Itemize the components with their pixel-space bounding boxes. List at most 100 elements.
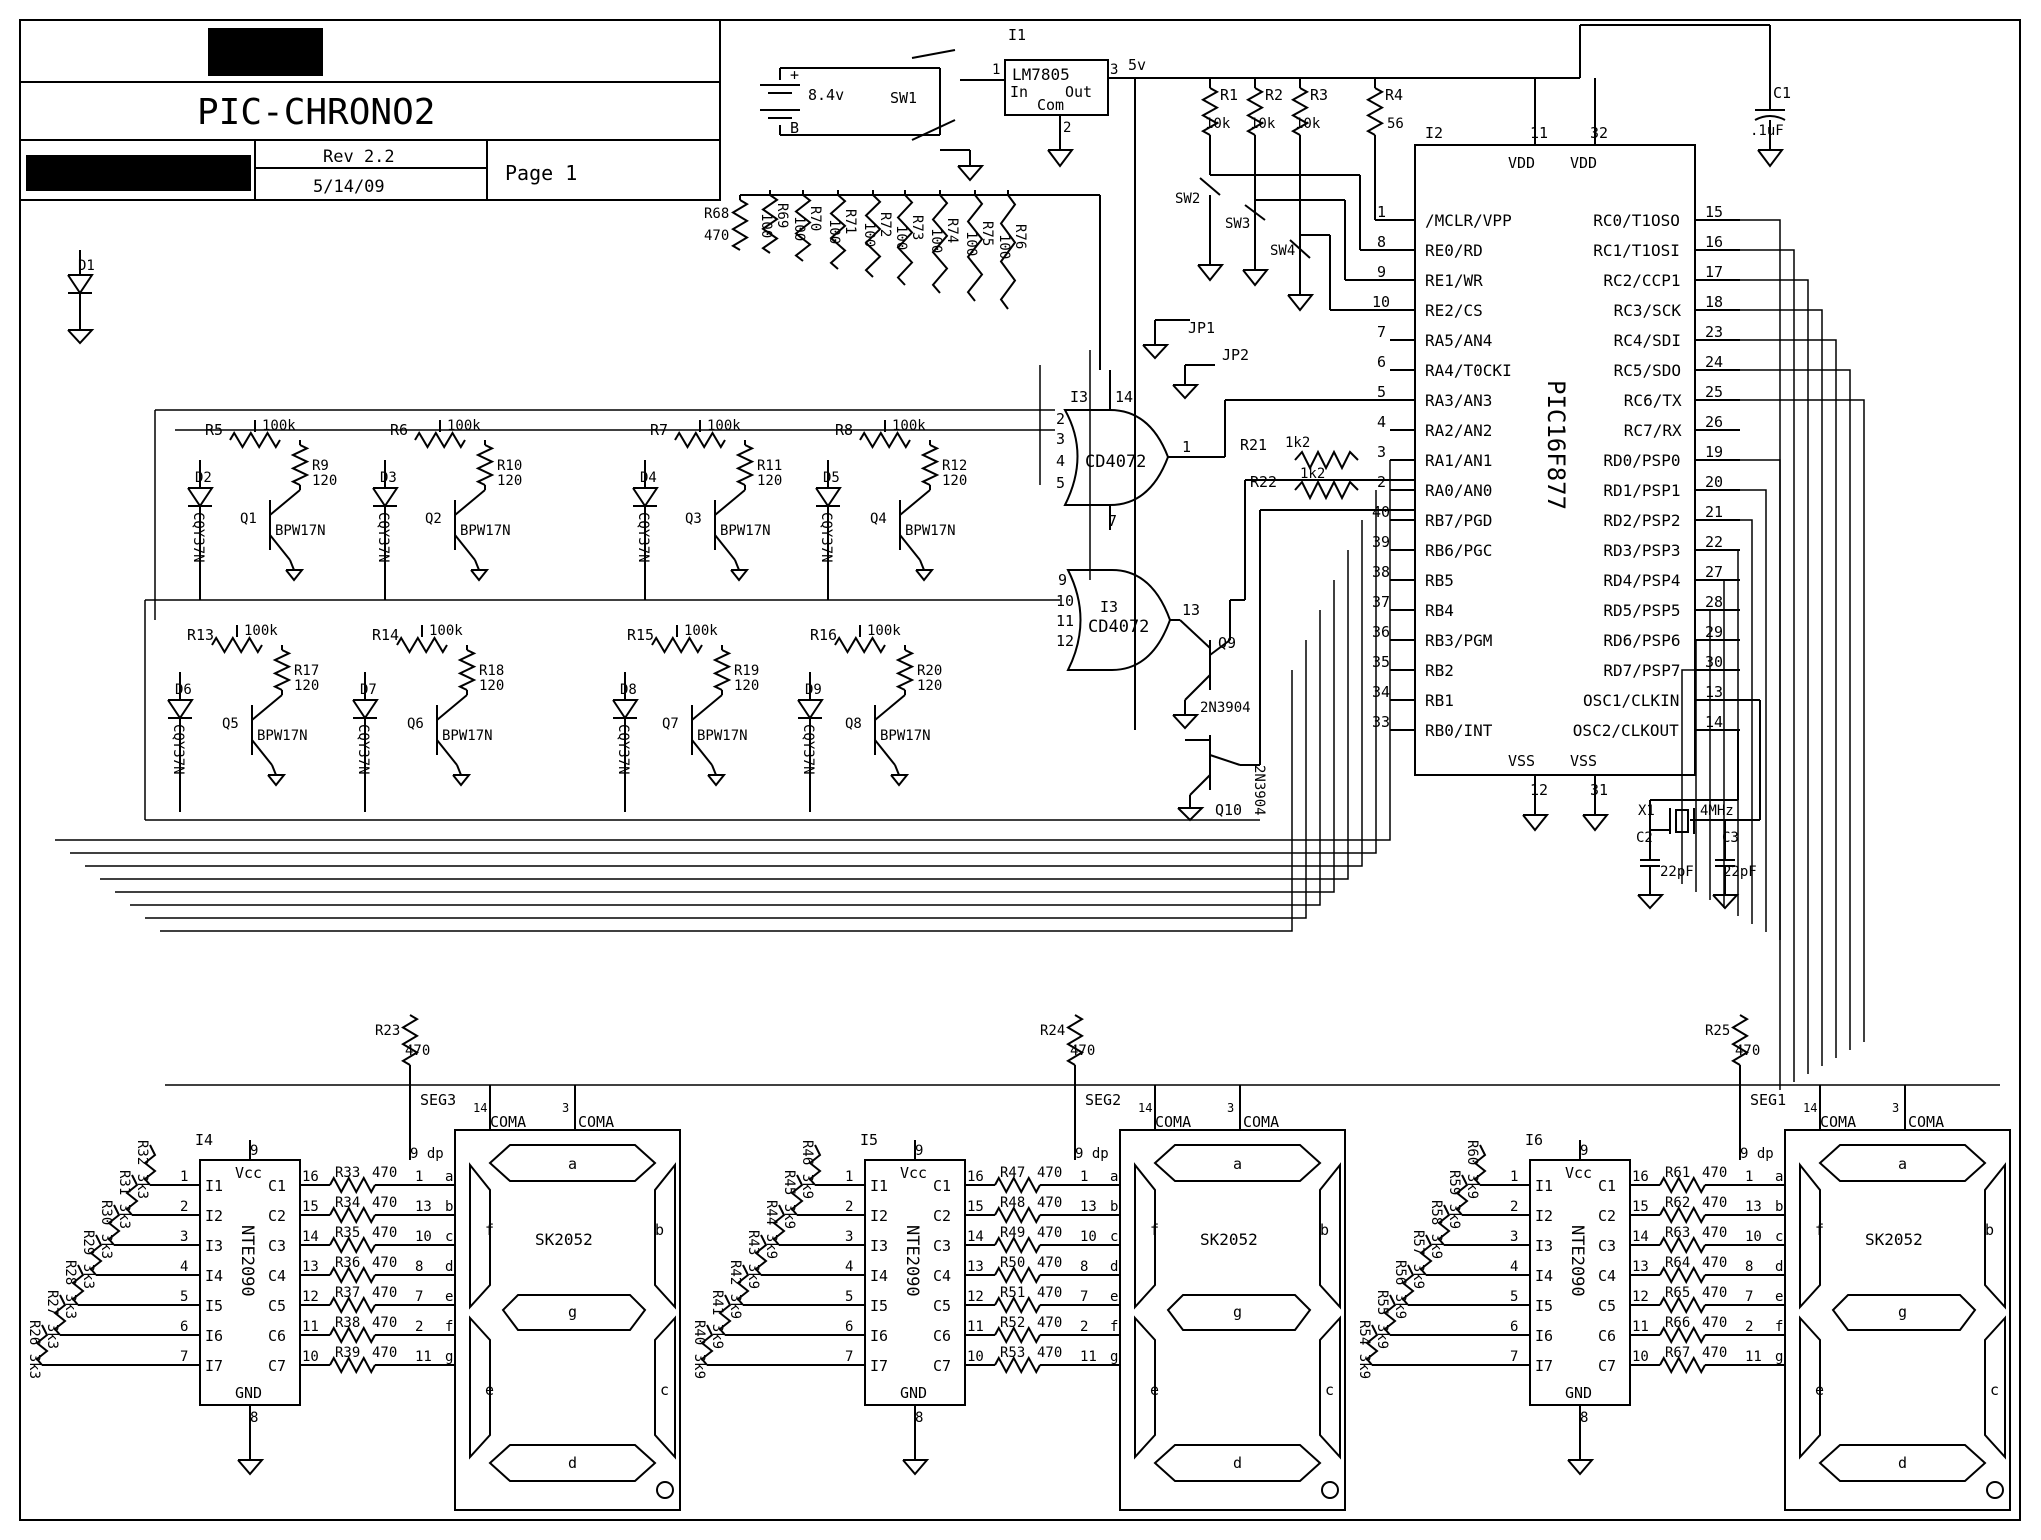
input-resistor <box>1401 1264 1415 1306</box>
svg-text:.1uF: .1uF <box>1750 123 1784 139</box>
input-resistor-label: R31 3k3 <box>116 1170 132 1229</box>
title-text: PIC-CHRONO2 <box>197 92 435 133</box>
segment-resistor-value: 470 <box>1037 1315 1062 1331</box>
svg-text:SW3: SW3 <box>1225 216 1250 232</box>
segment-resistor-value: 470 <box>372 1195 397 1211</box>
segment-resistor-ref: R64 <box>1665 1255 1690 1271</box>
led-symbol <box>815 487 842 508</box>
pot-value: 100k <box>892 418 926 434</box>
display-body <box>454 1129 681 1511</box>
driver-out-label: C5 <box>1598 1297 1616 1315</box>
mcu-ref: I2 <box>1425 124 1443 142</box>
mcu-pin-name: RC7/RX <box>1624 421 1682 440</box>
driver-vcc-pin: 9 <box>915 1143 923 1159</box>
svg-text:I1: I1 <box>1008 26 1026 44</box>
wire <box>70 490 1377 854</box>
driver-out-pin: 14 <box>1632 1229 1649 1245</box>
coma-label: COMA <box>1820 1113 1856 1131</box>
driver-in-label: I6 <box>870 1327 888 1345</box>
mcu-right-pins: 15RC0/T1OSO16RC1/T1OSI17RC2/CCP118RC3/SC… <box>1573 203 1740 740</box>
svg-text:7: 7 <box>1108 512 1117 530</box>
transistor-part: BPW17N <box>880 728 931 744</box>
driver-out-label: C2 <box>268 1207 286 1225</box>
mcu-pin-name: RD4/PSP4 <box>1603 571 1680 590</box>
wire <box>1737 549 1740 916</box>
mcu-pin-number: 8 <box>1377 233 1386 251</box>
input-resistor <box>143 1144 157 1186</box>
input-resistor-label: R41 3k9 <box>709 1290 725 1349</box>
mcu-pin-name: RD5/PSP5 <box>1603 601 1680 620</box>
driver-out-label: C7 <box>268 1357 286 1375</box>
input-resistor <box>754 1234 768 1276</box>
transistor-part: BPW17N <box>720 523 771 539</box>
mcu-pin-name: RB2 <box>1425 661 1454 680</box>
coma-label: COMA <box>1908 1113 1944 1131</box>
wire <box>1740 399 1865 1042</box>
input-resistor-label: R32 3k3 <box>134 1140 150 1199</box>
svg-text:4: 4 <box>1056 452 1065 470</box>
mcu-pin-number: 9 <box>1377 263 1386 281</box>
mcu-vdd-pin-11: 11 <box>1530 124 1548 142</box>
pot-ref: R13 <box>187 626 214 644</box>
driver-out-pin: 11 <box>1632 1319 1649 1335</box>
driver-out-pin: 13 <box>967 1259 984 1275</box>
seg-label: SEG1 <box>1750 1091 1786 1109</box>
driver-out-label: C5 <box>268 1297 286 1315</box>
driver-vcc-pin: 9 <box>250 1143 258 1159</box>
display-seg-pin: 11 <box>1080 1349 1097 1365</box>
driver-gnd: GND <box>1565 1384 1592 1402</box>
mcu-pin-number: 16 <box>1705 233 1723 251</box>
display-seg-letter: b <box>1775 1199 1783 1215</box>
input-resistor-label: R43 3k9 <box>745 1230 761 1289</box>
input-resistor-label: R27 3k3 <box>44 1290 60 1349</box>
segment-resistor-value: 470 <box>372 1315 397 1331</box>
segment-a <box>1818 1144 1987 1182</box>
mcu-vdd-label: VDD <box>1508 154 1535 172</box>
pullup-value: 56 <box>1387 116 1404 132</box>
resistor-value: 100 <box>963 231 979 256</box>
switches-jumpers <box>1142 140 1315 400</box>
driver-out-label: C1 <box>1598 1177 1616 1195</box>
driver-out-label: C2 <box>933 1207 951 1225</box>
wire <box>145 640 1307 919</box>
segment-b <box>1319 1162 1341 1310</box>
svg-text:Out: Out <box>1065 83 1092 101</box>
mcu-vdd-label-2: VDD <box>1570 154 1597 172</box>
segment-resistor-ref: R52 <box>1000 1315 1025 1331</box>
pullup-value: 10k <box>1250 116 1276 132</box>
mcu-pin-number: 22 <box>1705 533 1723 551</box>
driver-out-pin: 13 <box>302 1259 319 1275</box>
display-segments <box>1799 1144 2006 1499</box>
display-seg-pin: 13 <box>1745 1199 1762 1215</box>
driver-out-pin: 15 <box>1632 1199 1649 1215</box>
driver-in-pin: 2 <box>1510 1199 1518 1215</box>
svg-text:X1: X1 <box>1638 803 1655 819</box>
mcu-pin-number: 20 <box>1705 473 1723 491</box>
pullup-ref: R2 <box>1265 86 1283 104</box>
pullup-ref: R1 <box>1220 86 1238 104</box>
dp-resistor-value: 470 <box>1070 1043 1095 1059</box>
mcu-pin-number: 37 <box>1372 593 1390 611</box>
display-seg-letter: g <box>1110 1349 1118 1365</box>
ground-symbol <box>470 569 490 582</box>
segment-resistor-ref: R53 <box>1000 1345 1025 1361</box>
segment-e <box>469 1315 491 1460</box>
led-ref: D7 <box>360 682 377 698</box>
driver-in-pin: 5 <box>180 1289 188 1305</box>
segment-resistor-ref: R62 <box>1665 1195 1690 1211</box>
mcu-pin-name: RA4/T0CKI <box>1425 361 1512 380</box>
mcu-pin-name: RA2/AN2 <box>1425 421 1492 440</box>
segment-resistor-value: 470 <box>1702 1345 1727 1361</box>
driver-part: NTE2090 <box>902 1225 922 1297</box>
mcu-pin-number: 40 <box>1372 503 1390 521</box>
coma-label: COMA <box>578 1113 614 1131</box>
segment-resistor-ref: R65 <box>1665 1285 1690 1301</box>
display-seg-letter: b <box>1110 1199 1118 1215</box>
segment-g <box>1166 1294 1312 1331</box>
driver-gnd: GND <box>900 1384 927 1402</box>
display-seg-letter: f <box>1775 1319 1783 1335</box>
segment-label-f: f <box>485 1221 494 1239</box>
wire <box>1740 369 1851 1050</box>
